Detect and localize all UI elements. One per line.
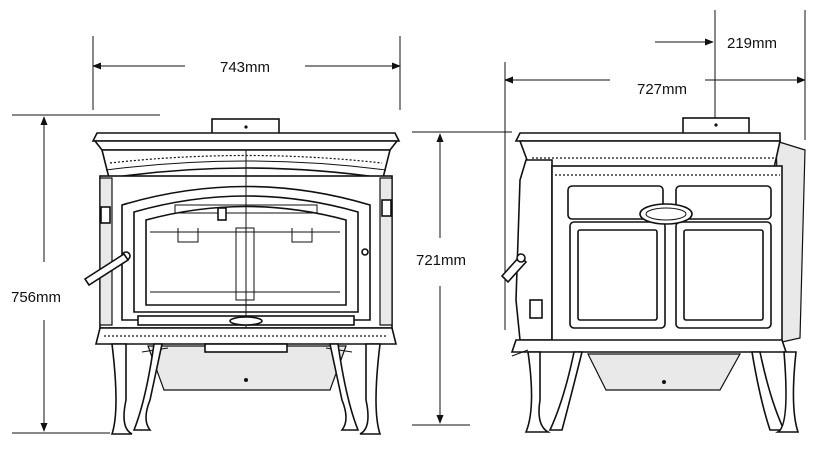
side-height-label: 721mm	[416, 252, 466, 269]
dimension-front-width: 743mm	[92, 36, 401, 110]
stove-side-view	[500, 117, 806, 433]
stove-front-view	[83, 118, 401, 435]
dimension-side-depth: 727mm	[504, 62, 806, 330]
dimension-flue-offset: 219mm	[655, 10, 806, 140]
front-height-label: 756mm	[11, 289, 61, 306]
side-depth-label: 727mm	[637, 81, 687, 98]
dimension-front-height: 756mm	[11, 114, 160, 434]
front-width-label: 743mm	[220, 59, 270, 76]
dimension-side-height: 721mm	[412, 131, 512, 426]
flue-offset-label: 219mm	[727, 35, 777, 52]
